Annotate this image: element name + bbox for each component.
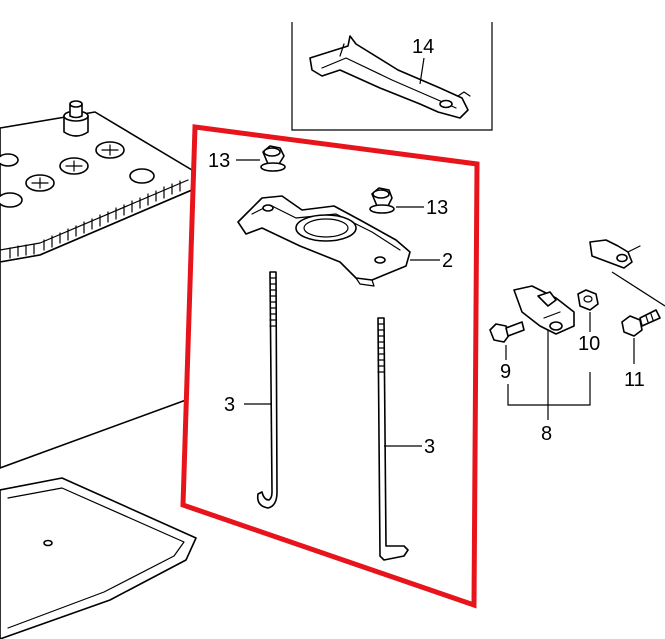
callout-13-right: 13 [426,197,448,219]
highlight-box [180,124,480,609]
callout-13-upper: 13 [208,150,230,172]
battery-tray [0,477,197,639]
battery-cable [492,232,641,335]
battery [0,100,193,469]
bolt-9 [489,321,525,343]
j-bolt-3-left [256,271,278,509]
nut-13-right [369,187,395,214]
bolt-11 [621,309,661,337]
callout-2: 2 [442,250,453,272]
callout-8: 8 [541,423,552,445]
callout-3-left: 3 [224,394,235,416]
inset-box: 14 [291,22,493,131]
vent-caps [0,141,155,208]
bracket-14 [309,35,471,119]
callout-9: 9 [500,361,511,383]
hold-down-bracket-2 [237,195,411,287]
j-bolt-3-right [377,317,409,561]
callout-3-right: 3 [424,436,435,458]
nut-10 [577,289,599,311]
callout-10: 10 [578,333,600,355]
callout-11: 11 [624,369,645,391]
callout-14: 14 [412,36,434,58]
nut-13-upper [260,145,286,172]
